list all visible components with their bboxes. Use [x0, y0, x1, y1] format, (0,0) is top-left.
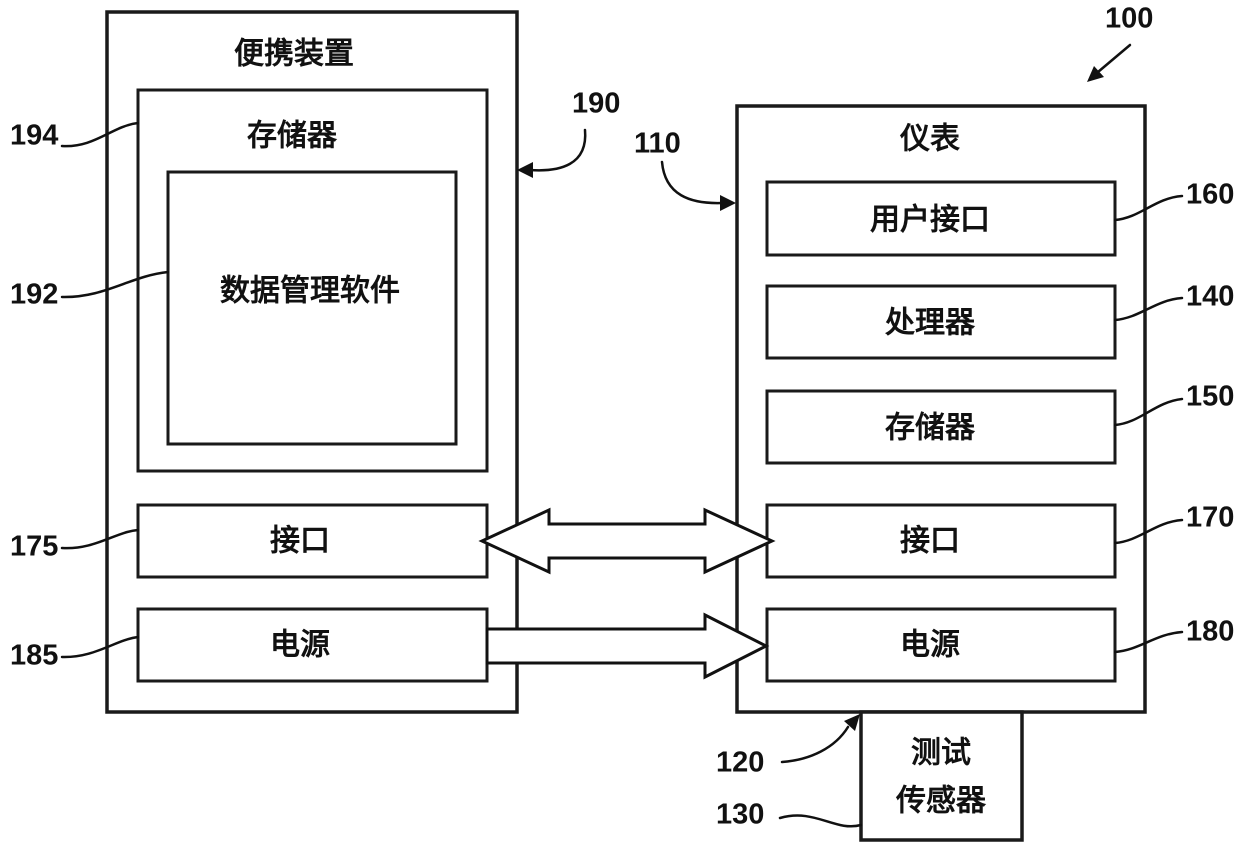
- test-sensor-line1: 测试: [911, 736, 971, 771]
- leader-190: [530, 130, 585, 170]
- ref-194: 194: [10, 120, 58, 152]
- ref-170: 170: [1186, 502, 1234, 534]
- ref-192: 192: [10, 279, 58, 311]
- device-memory-label: 存储器: [247, 119, 338, 154]
- interface-bidirectional-arrow: [482, 510, 772, 572]
- leader-110: [662, 162, 722, 203]
- ref-110: 110: [634, 128, 681, 160]
- arrowhead-110: [720, 195, 736, 211]
- ref-160: 160: [1186, 179, 1234, 211]
- meter-title: 仪表: [899, 122, 960, 157]
- ref-190: 190: [572, 88, 620, 120]
- processor-label: 处理器: [884, 306, 976, 341]
- ref-185: 185: [10, 640, 58, 672]
- meter-interface-label: 接口: [900, 524, 960, 559]
- portable-device: 便携装置 存储器 数据管理软件 接口 电源: [107, 12, 517, 712]
- test-sensor-line2: 传感器: [895, 784, 987, 819]
- leader-120: [782, 727, 848, 762]
- ref-120: 120: [716, 747, 764, 779]
- meter: 仪表 用户接口 处理器 存储器 接口 电源: [737, 106, 1145, 712]
- leader-100: [1098, 45, 1130, 72]
- portable-device-title: 便携装置: [234, 37, 354, 72]
- power-transfer-arrow: [487, 615, 766, 677]
- test-sensor: 测试 传感器: [861, 712, 1022, 840]
- test-sensor-box: [861, 712, 1022, 840]
- arrowhead-190: [517, 162, 533, 178]
- device-interface-label: 接口: [270, 524, 330, 559]
- device-power-label: 电源: [270, 628, 330, 663]
- ref-175: 175: [10, 531, 58, 563]
- ref-150: 150: [1186, 381, 1234, 413]
- leader-130: [780, 816, 861, 827]
- software-label: 数据管理软件: [220, 274, 400, 309]
- ref-140: 140: [1186, 281, 1234, 313]
- ref-180: 180: [1186, 616, 1234, 648]
- user-interface-label: 用户接口: [870, 203, 990, 238]
- ref-130: 130: [716, 799, 764, 831]
- meter-memory-label: 存储器: [885, 411, 976, 446]
- ref-100: 100: [1105, 3, 1153, 35]
- meter-power-label: 电源: [900, 628, 960, 663]
